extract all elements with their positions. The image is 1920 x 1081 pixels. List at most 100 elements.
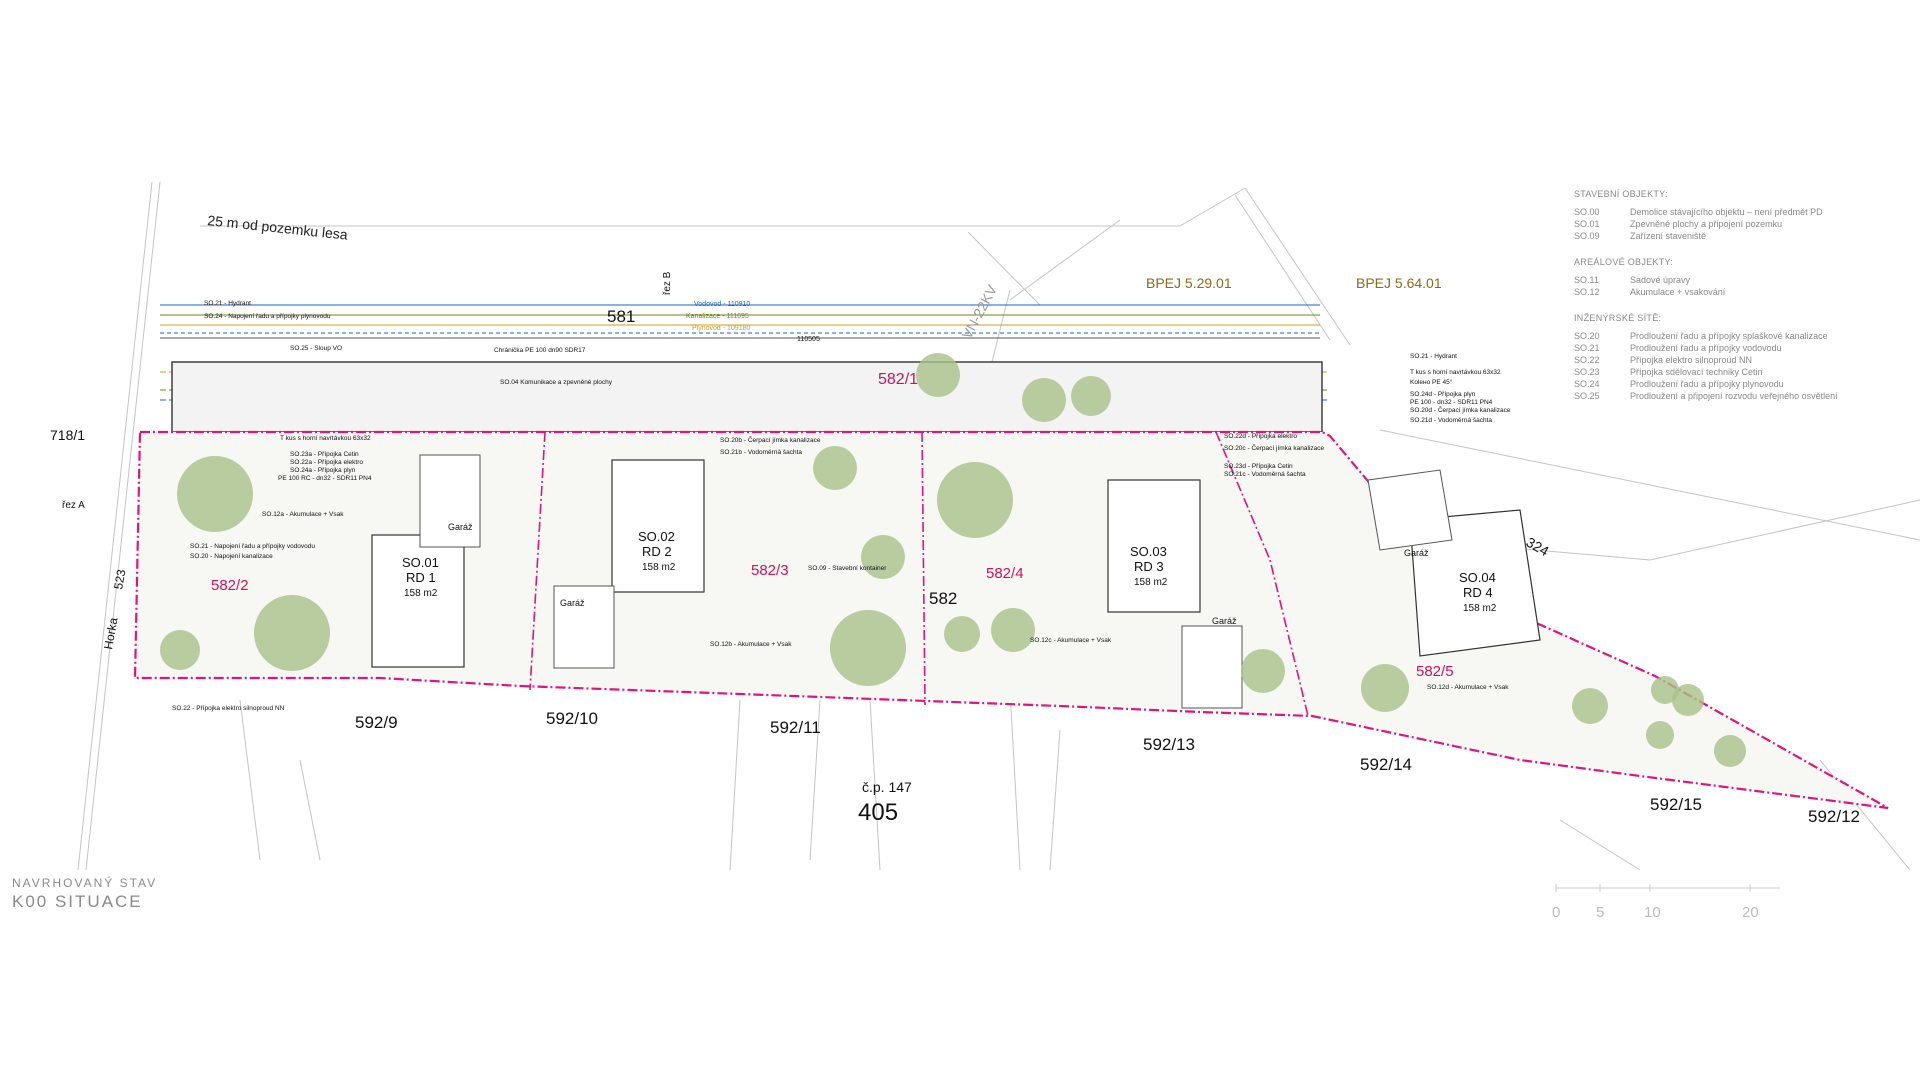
annotation: Chránička PE 100 dn90 SDR17 [494, 347, 586, 354]
existing-building-number: 405 [858, 799, 898, 826]
house-so-label: SO.02 [638, 529, 675, 544]
house-outlines [371, 459, 1541, 668]
annotation: SO.22 - Přípojka elektro silnoproud NN [172, 705, 285, 712]
scale-labels: 0 5 10 20 [1552, 884, 1782, 924]
annotation: SO.24 - Napojení řadu a přípojky plynovo… [204, 313, 331, 320]
house-name-label: RD 1 [406, 570, 436, 585]
annotation: SO.20d - Čerpací jímka kanalizace [1410, 405, 1511, 414]
existing-building-cp: č.p. 147 [862, 779, 912, 795]
annotation: PE 100 RC - dn32 - SDR11 PN4 [278, 475, 372, 482]
annotation: SO.20c - Čerpací jímka kanalizace [1224, 443, 1324, 452]
annotation: SO.12a - Akumulace + Vsak [262, 511, 344, 518]
annotation: SO.21 - Hydrant [204, 300, 251, 307]
house-so-label: SO.04 [1459, 570, 1496, 585]
parcel-label: 592/14 [1360, 755, 1412, 774]
section-b-label: řez B [662, 271, 673, 295]
annotation: Kolено PE 45° [1410, 378, 1453, 386]
scale-tick: 20 [1742, 904, 1759, 921]
annotation: SO.20b - Čerpací jímka kanalizace [720, 435, 821, 444]
parcel-label: 582/4 [986, 565, 1024, 582]
parcel-718-label: 718/1 [50, 427, 85, 443]
annotation: SO.23d - Přípojka Cetin [1224, 463, 1293, 470]
network-dim-label: 110505 [797, 336, 820, 343]
road-horka-label: Horka [101, 616, 120, 650]
scale-tick: 0 [1552, 904, 1561, 921]
bpej-2-label: BPEJ 5.64.01 [1356, 275, 1442, 291]
parcel-581-label: 581 [607, 307, 635, 326]
parcel-label: 582 [929, 589, 957, 608]
annotation: SO.22d - Přípojka elektro [1224, 433, 1297, 440]
annotation: SO.21 - Hydrant [1410, 353, 1457, 360]
scale-tick: 10 [1644, 904, 1661, 921]
annotation: SO.20 - Napojení kanalizace [190, 553, 273, 560]
parcel-label: 582/2 [211, 577, 249, 594]
annotation: SO.09 - Stavební kontainer [808, 565, 887, 572]
annotation: SO.21b - Vodoměrná šachta [720, 449, 802, 456]
legend-heading-site: AREÁLOVÉ OBJEKTY: [1574, 257, 1674, 267]
house-name-label: RD 3 [1134, 559, 1164, 574]
trees [160, 353, 1746, 767]
caption-title: K00 SITUACE [12, 892, 143, 911]
parcel-label: 592/15 [1650, 795, 1702, 814]
section-a-label: řez A [62, 500, 85, 511]
existing-context-lines [77, 181, 1920, 871]
annotation: SO.12c - Akumulace + Vsak [1030, 637, 1112, 644]
annotation: SO.24a - Přípojka plyn [290, 467, 356, 474]
parcel-324-label: 324 [1524, 534, 1552, 560]
annotation: T kus s horní navrtávkou 63x32 [1410, 369, 1501, 376]
legend-heading-building: STAVEBNÍ OBJEKTY: [1574, 189, 1668, 199]
annotation: T kus s horní navrtávkou 63x32 [280, 435, 371, 442]
bpej-1-label: BPEJ 5.29.01 [1146, 275, 1232, 291]
annotation: PE 100 - dn32 - SDR11 PN4 [1410, 399, 1493, 406]
parcel-label: 592/13 [1143, 735, 1195, 754]
parcel-label: 582/1 [878, 371, 918, 388]
annotation: SO.21d - Vodoměrná šachta [1410, 417, 1492, 424]
annotation: SO.24d - Přípojka plyn [1410, 391, 1476, 398]
network-sewer-label: Kanalizace - 111695 [686, 313, 749, 320]
annotation: SO.12d - Akumulace + Vsak [1427, 684, 1509, 691]
parcel-523-label: 523 [111, 568, 128, 590]
forest-buffer-label: 25 m od pozemku lesa [207, 212, 349, 243]
scale-bar [1555, 884, 1780, 892]
annotation: SO.22a - Přípojka elektro [290, 459, 363, 466]
parcel-label: 582/5 [1416, 663, 1454, 680]
house-so-label: SO.01 [402, 555, 439, 570]
access-road [171, 361, 1323, 433]
annotation: SO.25 - Sloup VO [290, 345, 342, 352]
garage-label: Garáž [1212, 616, 1237, 626]
annotation: SO.12b - Akumulace + Vsak [710, 641, 792, 648]
annotation: SO.21c - Vodoměrná šachta [1224, 471, 1306, 478]
parcel-label: 592/12 [1808, 807, 1860, 826]
house-name-label: RD 4 [1463, 585, 1493, 600]
annotation: SO.21 - Napojení řadu a přípojky vodovod… [190, 543, 315, 550]
house-area-label: 158 m2 [1134, 577, 1168, 588]
garage-label: Garáž [448, 522, 473, 532]
house-area-label: 158 m2 [642, 562, 676, 573]
parcel-label: 592/10 [546, 709, 598, 728]
house-area-label: 158 m2 [404, 588, 438, 599]
garage-outlines [419, 454, 1453, 709]
caption-state: NAVRHOVANÝ STAV [12, 876, 158, 890]
network-gas-label: Plynovod - 109180 [692, 325, 750, 332]
garage-label: Garáž [560, 598, 585, 608]
annotation: SO.23a - Přípojka Cetin [290, 451, 359, 458]
annotation: SO.04 Komunikace a zpevněné plochy [500, 379, 613, 386]
parcel-label: 592/11 [770, 718, 821, 737]
garage-label: Garáž [1404, 548, 1429, 558]
drawing-caption: NAVRHOVANÝ STAV K00 SITUACE [12, 876, 157, 912]
plot-separators [529, 431, 1309, 717]
legend-heading-eng: INŽENÝRSKÉ SÍTĚ: [1574, 313, 1662, 323]
house-name-label: RD 2 [642, 544, 672, 559]
